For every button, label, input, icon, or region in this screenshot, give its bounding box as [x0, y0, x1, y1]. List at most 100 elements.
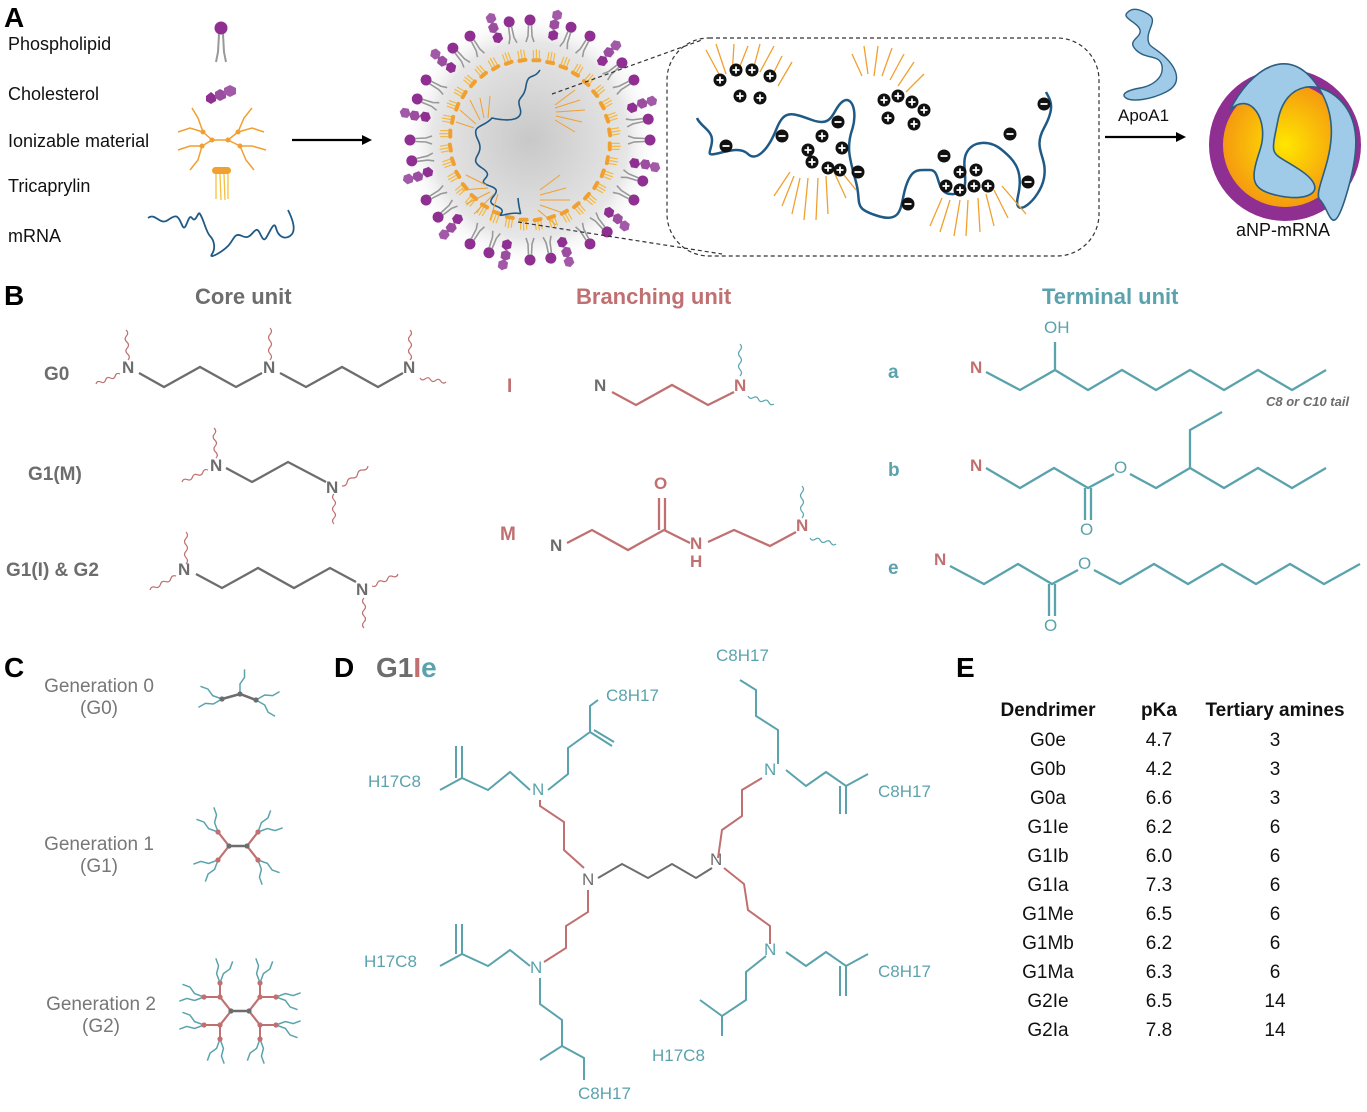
negative-charge-icon [831, 115, 845, 129]
atom-o: O [1114, 458, 1128, 477]
atom-n: N [210, 456, 223, 475]
positive-charge-icon [953, 183, 967, 197]
panel-c-letter: C [4, 652, 25, 683]
positive-charge-icon [969, 163, 983, 177]
chain-label: C8H17 [878, 782, 931, 801]
lipid-nanoparticle [397, 7, 663, 273]
chain-label: C8H17 [878, 962, 931, 981]
atom-o: O [1080, 520, 1094, 539]
core-unit-title: Core unit [195, 284, 292, 309]
core-structure-g0 [138, 365, 404, 389]
panel-b-letter: B [4, 280, 25, 311]
panel-a-letter: A [4, 2, 25, 33]
terminal-row-b: b [888, 460, 900, 481]
atom-o: O [654, 474, 668, 493]
positive-charge-icon [801, 143, 815, 157]
cell-dendrimer: G0b [1030, 758, 1066, 780]
negative-charge-icon [937, 149, 951, 163]
positive-charge-icon [729, 63, 743, 77]
zoom-callout [517, 37, 1100, 257]
atom-n: N [970, 456, 983, 475]
arrow-to-lnp [292, 135, 372, 145]
atom-n: N [970, 358, 983, 377]
generation-0-abbr: (G0) [80, 698, 118, 719]
atom-n: N [582, 870, 595, 889]
positive-charge-icon [881, 111, 895, 125]
atom-n: N [178, 560, 191, 579]
inset-complex [695, 43, 1053, 237]
cell-tertiary-amines: 6 [1269, 903, 1281, 925]
chain-label: H17C8 [368, 772, 421, 791]
table-header-row: Dendrimer pKa Tertiary amines [970, 696, 1358, 726]
core-structure-g1i-g2 [195, 566, 357, 590]
cell-dendrimer: G1Ma [1022, 961, 1074, 983]
legend-label-mrna: mRNA [8, 226, 61, 246]
atom-n: N [710, 850, 723, 869]
pka-table: Dendrimer pKa Tertiary amines G0e 4.7 3 G0b… [970, 696, 1358, 1045]
terminal-structure-a [985, 342, 1327, 392]
cell-dendrimer: G1Ie [1027, 816, 1069, 838]
column-header-pka: pKa [1141, 700, 1177, 721]
cell-tertiary-amines: 6 [1269, 874, 1281, 896]
cell-pka: 4.7 [1145, 729, 1173, 751]
phospholipid-icon [214, 21, 228, 63]
legend-label-ionizable: Ionizable material [8, 131, 150, 151]
column-header-dendrimer: Dendrimer [1000, 700, 1096, 721]
cell-dendrimer: G0a [1030, 787, 1066, 809]
generation-0-diagram [198, 669, 280, 717]
terminal-unit-title: Terminal unit [1042, 284, 1179, 309]
branching-unit-title: Branching unit [576, 284, 732, 309]
atom-n: N [532, 780, 545, 799]
cell-tertiary-amines: 14 [1264, 990, 1286, 1012]
generation-0-label: Generation 0 (G0) [24, 676, 174, 720]
atom-n: N [356, 580, 369, 599]
positive-charge-icon [815, 129, 829, 143]
positive-charge-icon [877, 93, 891, 107]
arrow-to-anp [1105, 132, 1186, 142]
positive-charge-icon [967, 179, 981, 193]
cell-pka: 6.2 [1145, 816, 1173, 838]
atom-n: N [326, 478, 339, 497]
positive-charge-icon [733, 89, 747, 103]
positive-charge-icon [891, 89, 905, 103]
chain-label: H17C8 [652, 1046, 705, 1065]
chain-label: C8H17 [578, 1084, 631, 1103]
generation-2-diagram [179, 958, 301, 1064]
atom-n: N [764, 760, 777, 779]
atom-n: N [796, 516, 809, 535]
negative-charge-icon [719, 139, 733, 153]
tricaprylin-icon [530, 48, 542, 63]
atom-n: N [530, 958, 543, 977]
terminal-structure-b [985, 410, 1327, 520]
negative-charge-icon [1037, 97, 1051, 111]
terminal-structure-e [949, 562, 1361, 616]
tail-note: C8 or C10 tail [1266, 394, 1350, 409]
title-part-i: I [413, 652, 422, 683]
mrna-icon [147, 209, 295, 258]
branching-row-i: I [507, 376, 513, 397]
anp-mrna-label: aNP-mRNA [1236, 220, 1331, 240]
cell-tertiary-amines: 3 [1269, 787, 1281, 809]
cell-dendrimer: G1Me [1022, 903, 1074, 925]
tricaprylin-icon [438, 128, 453, 140]
panel-d-title: G1Ie [376, 652, 437, 684]
atom-n: N [122, 358, 135, 377]
cell-dendrimer: G0e [1030, 729, 1066, 751]
cell-tertiary-amines: 14 [1264, 1019, 1286, 1041]
cell-dendrimer: G1Mb [1022, 932, 1074, 954]
negative-charge-icon [901, 197, 915, 211]
cell-dendrimer: G2Ie [1027, 990, 1069, 1012]
core-row-g1i-g2: G1(I) & G2 [6, 560, 99, 581]
panel-e-letter: E [956, 652, 975, 683]
cell-pka: 6.5 [1145, 903, 1173, 925]
legend-label-phospholipid: Phospholipid [8, 34, 112, 54]
atom-n: N [550, 536, 563, 555]
negative-charge-icon [851, 165, 865, 179]
